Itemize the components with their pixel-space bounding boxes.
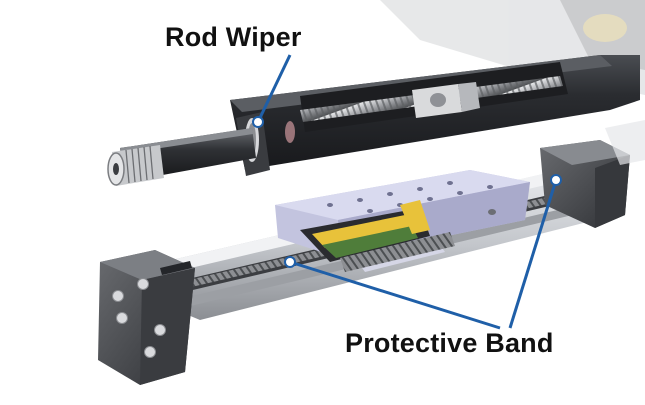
callout-rod-wiper: Rod Wiper [165, 22, 302, 52]
protective-band-leader-1 [289, 260, 501, 330]
watermark: Edit : JZROBOT [193, 324, 272, 335]
callout-dots [252, 116, 562, 268]
carriage [275, 170, 530, 272]
linear-axis [98, 120, 645, 385]
end-block-left [98, 250, 195, 385]
callout-protective-band: Protective Band [345, 328, 554, 358]
rod-end-thread [125, 145, 154, 184]
end-block-right [540, 140, 630, 228]
rod-actuator [107, 55, 640, 186]
protective-band-leader-2 [508, 179, 558, 329]
carriage-holes [327, 181, 493, 213]
screw-nut [412, 82, 480, 118]
rod-wiper-leader [256, 54, 292, 123]
end-block-bolts [112, 278, 166, 358]
callout-lines [256, 54, 558, 330]
